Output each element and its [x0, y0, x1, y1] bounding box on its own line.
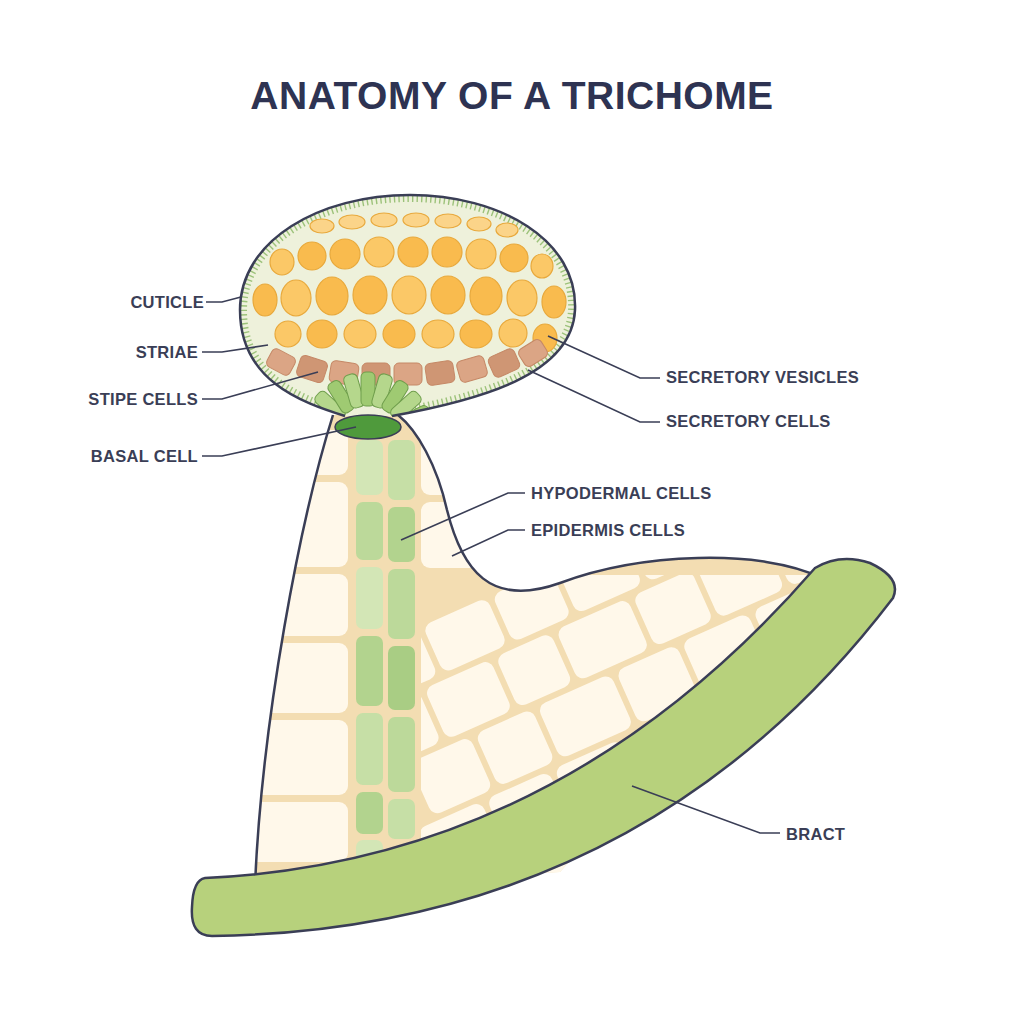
leader-line [548, 336, 660, 378]
secretory-vesicles [467, 217, 491, 231]
secretory-vesicles [422, 320, 454, 348]
cuticle [240, 195, 575, 416]
leader-line [632, 786, 780, 833]
hypodermal-cells [388, 799, 415, 839]
epidermis-cells [240, 430, 348, 475]
leader-line [202, 427, 356, 456]
hypodermal-cells [356, 567, 383, 629]
part-label: BASAL CELL [91, 447, 198, 466]
hypodermal-cells [388, 569, 415, 639]
epidermis-cells [240, 643, 348, 713]
epidermis-cells [421, 502, 481, 568]
secretory-vesicles [403, 213, 429, 227]
hypodermal-cells [356, 792, 383, 834]
secretory-vesicles [542, 286, 566, 318]
secretory-cells [295, 354, 328, 384]
head-fill [240, 195, 575, 416]
secretory-vesicles [531, 254, 553, 278]
secretory-vesicles [398, 237, 428, 267]
secretory-vesicles [281, 280, 311, 316]
secretory-vesicles [496, 223, 518, 237]
hypodermal-cells [388, 440, 415, 500]
leader-line [202, 372, 318, 399]
secretory-vesicles [307, 320, 337, 348]
secretory-vesicles [392, 276, 426, 314]
epidermis-cells [421, 440, 481, 495]
striae [240, 195, 575, 416]
secretory-vesicles [298, 242, 326, 270]
hypodermal-cells [356, 440, 383, 495]
stipe-cells [389, 389, 424, 422]
secretory-cells [424, 360, 455, 386]
secretory-vesicles [435, 214, 461, 228]
secretory-vesicles [470, 277, 502, 315]
head-contents [240, 195, 575, 431]
secretory-vesicles [275, 321, 301, 347]
part-label: STRIAE [136, 343, 198, 362]
secretory-cells [487, 347, 522, 378]
secretory-vesicles [253, 284, 277, 316]
leader-line [202, 345, 268, 352]
hypodermal-cells [388, 717, 415, 792]
basal-cell [335, 415, 401, 439]
epidermis-cells [240, 720, 348, 795]
secretory-vesicles [432, 237, 462, 267]
part-label: SECRETORY VESICLES [666, 368, 859, 387]
part-label: EPIDERMIS CELLS [531, 521, 685, 540]
leader-line [401, 493, 525, 540]
leader-line [206, 297, 241, 302]
hypodermal-cells [356, 636, 383, 706]
secretory-vesicles [353, 276, 387, 314]
leader-line [452, 530, 525, 556]
secretory-vesicles [339, 215, 365, 229]
secretory-vesicles [364, 237, 394, 267]
secretory-vesicles [466, 239, 496, 269]
secretory-vesicles [431, 276, 465, 314]
leader-line [528, 370, 660, 422]
hypodermal-cells [388, 507, 415, 562]
hypodermal-cells [388, 646, 415, 710]
secretory-vesicles [460, 320, 492, 348]
secretory-vesicles [253, 213, 566, 352]
bract [192, 559, 895, 936]
secretory-cells [456, 355, 489, 384]
secretory-cells [265, 347, 297, 377]
diagram-title: ANATOMY OF A TRICHOME [0, 74, 1024, 118]
hypodermal-cells [356, 440, 415, 880]
secretory-vesicles [383, 320, 415, 348]
part-label: HYPODERMAL CELLS [531, 484, 712, 503]
epidermis-cells [240, 482, 348, 567]
part-label: SECRETORY CELLS [666, 412, 831, 431]
secretory-cells [265, 338, 549, 386]
epidermis-cells [240, 430, 481, 862]
secretory-vesicles [344, 320, 376, 348]
secretory-vesicles [500, 244, 528, 272]
part-label: BRACT [786, 825, 845, 844]
secretory-vesicles [371, 213, 397, 227]
part-label: STIPE CELLS [88, 390, 198, 409]
secretory-head [240, 195, 575, 439]
part-label: CUTICLE [130, 293, 204, 312]
hypodermal-cells [356, 502, 383, 560]
secretory-vesicles [316, 277, 348, 315]
secretory-vesicles [310, 219, 334, 233]
hypodermal-cells [356, 713, 383, 785]
epidermis-cells [240, 574, 348, 636]
secretory-vesicles [507, 280, 537, 316]
secretory-vesicles [499, 319, 527, 347]
secretory-vesicles [330, 239, 360, 269]
secretory-vesicles [270, 249, 294, 275]
epidermis-cells [422, 597, 507, 673]
